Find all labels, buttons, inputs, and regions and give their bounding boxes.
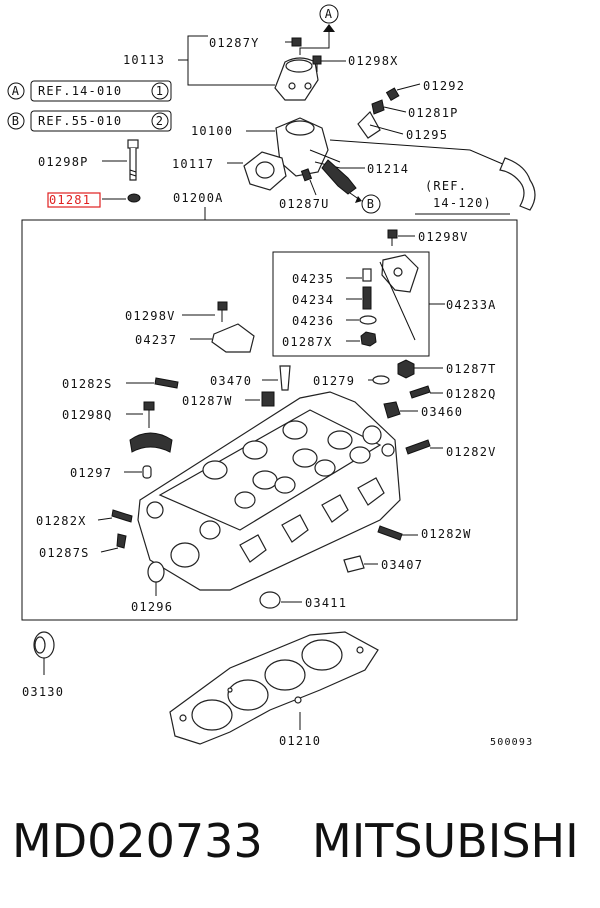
ref-a-letter: A bbox=[12, 84, 20, 98]
cam-cap bbox=[129, 432, 173, 453]
label-04233A: 04233A bbox=[446, 298, 497, 312]
ref-b-number: 2 bbox=[156, 114, 164, 128]
ref-b-text: REF.55-010 bbox=[38, 114, 122, 128]
label-03460: 03460 bbox=[421, 405, 463, 419]
footer: MD020733 MITSUBISHI bbox=[0, 800, 600, 880]
bolt-01287Y bbox=[291, 37, 302, 47]
highlight-box-01281 bbox=[47, 192, 101, 208]
parts-diagram: A 01287Y 10113 01298X 01292 01281P 01295 bbox=[7, 4, 536, 748]
label-01296: 01296 bbox=[131, 600, 173, 614]
label-01282X: 01282X bbox=[36, 514, 87, 528]
reference-legend: A REF.14-010 1 B REF.55-010 2 bbox=[7, 80, 172, 132]
label-01282W: 01282W bbox=[421, 527, 472, 541]
label-01281P: 01281P bbox=[408, 106, 459, 120]
ref-14-120-line2: 14-120) bbox=[433, 196, 492, 210]
label-01298V-b: 01298V bbox=[125, 309, 176, 323]
label-04234: 04234 bbox=[292, 293, 334, 307]
arrow-b-letter: B bbox=[367, 197, 375, 211]
label-01279: 01279 bbox=[313, 374, 355, 388]
head-bolt-group: 01298P 01281 bbox=[38, 139, 141, 208]
label-10100: 10100 bbox=[191, 124, 233, 138]
label-01292: 01292 bbox=[423, 79, 465, 93]
ref-a-box bbox=[30, 80, 172, 102]
label-10117: 10117 bbox=[172, 157, 214, 171]
label-01298X: 01298X bbox=[348, 54, 399, 68]
label-01282Q: 01282Q bbox=[446, 387, 497, 401]
label-04235: 04235 bbox=[292, 272, 334, 286]
label-10113: 10113 bbox=[123, 53, 165, 67]
label-01287Y: 01287Y bbox=[209, 36, 260, 50]
label-01214: 01214 bbox=[367, 162, 409, 176]
label-01297: 01297 bbox=[70, 466, 112, 480]
label-04236: 04236 bbox=[292, 314, 334, 328]
ref-b-box bbox=[30, 110, 172, 132]
cover-04237 bbox=[211, 323, 255, 353]
footer-brand: MITSUBISHI bbox=[312, 814, 579, 868]
ref-14-120-line1: (REF. bbox=[425, 179, 467, 193]
label-01287S: 01287S bbox=[39, 546, 90, 560]
label-04237: 04237 bbox=[135, 333, 177, 347]
label-01282S: 01282S bbox=[62, 377, 113, 391]
arrow-a-letter: A bbox=[325, 7, 333, 21]
head-gasket bbox=[169, 631, 379, 745]
ref-b-letter: B bbox=[12, 114, 20, 128]
label-01282V: 01282V bbox=[446, 445, 497, 459]
radiator-hose bbox=[499, 157, 536, 211]
cylinder-head-frame bbox=[21, 219, 518, 621]
ref-a-number: 1 bbox=[156, 84, 164, 98]
label-01287T: 01287T bbox=[446, 362, 497, 376]
label-01210: 01210 bbox=[279, 734, 321, 748]
label-01287U: 01287U bbox=[279, 197, 330, 211]
label-01287W: 01287W bbox=[182, 394, 233, 408]
arrow-a-circle bbox=[319, 4, 339, 24]
label-01287X: 01287X bbox=[282, 335, 333, 349]
sensor-01214 bbox=[321, 159, 357, 195]
label-03130: 03130 bbox=[22, 685, 64, 699]
label-01298Q: 01298Q bbox=[62, 408, 113, 422]
label-01298V-a: 01298V bbox=[418, 230, 469, 244]
upper-assembly: A 01287Y 10113 01298X 01292 01281P 01295 bbox=[123, 4, 536, 215]
cylinder-head bbox=[137, 391, 401, 591]
label-01298P: 01298P bbox=[38, 155, 89, 169]
label-03407: 03407 bbox=[381, 558, 423, 572]
label-01200A: 01200A bbox=[173, 191, 224, 205]
label-03470: 03470 bbox=[210, 374, 252, 388]
label-01281: 01281 bbox=[49, 193, 91, 207]
ref-a-text: REF.14-010 bbox=[38, 84, 122, 98]
label-03411: 03411 bbox=[305, 596, 347, 610]
label-01295: 01295 bbox=[406, 128, 448, 142]
diagram-code: 500093 bbox=[490, 737, 533, 748]
footer-part-number: MD020733 bbox=[12, 814, 263, 868]
arrow-b-circle bbox=[361, 194, 381, 214]
